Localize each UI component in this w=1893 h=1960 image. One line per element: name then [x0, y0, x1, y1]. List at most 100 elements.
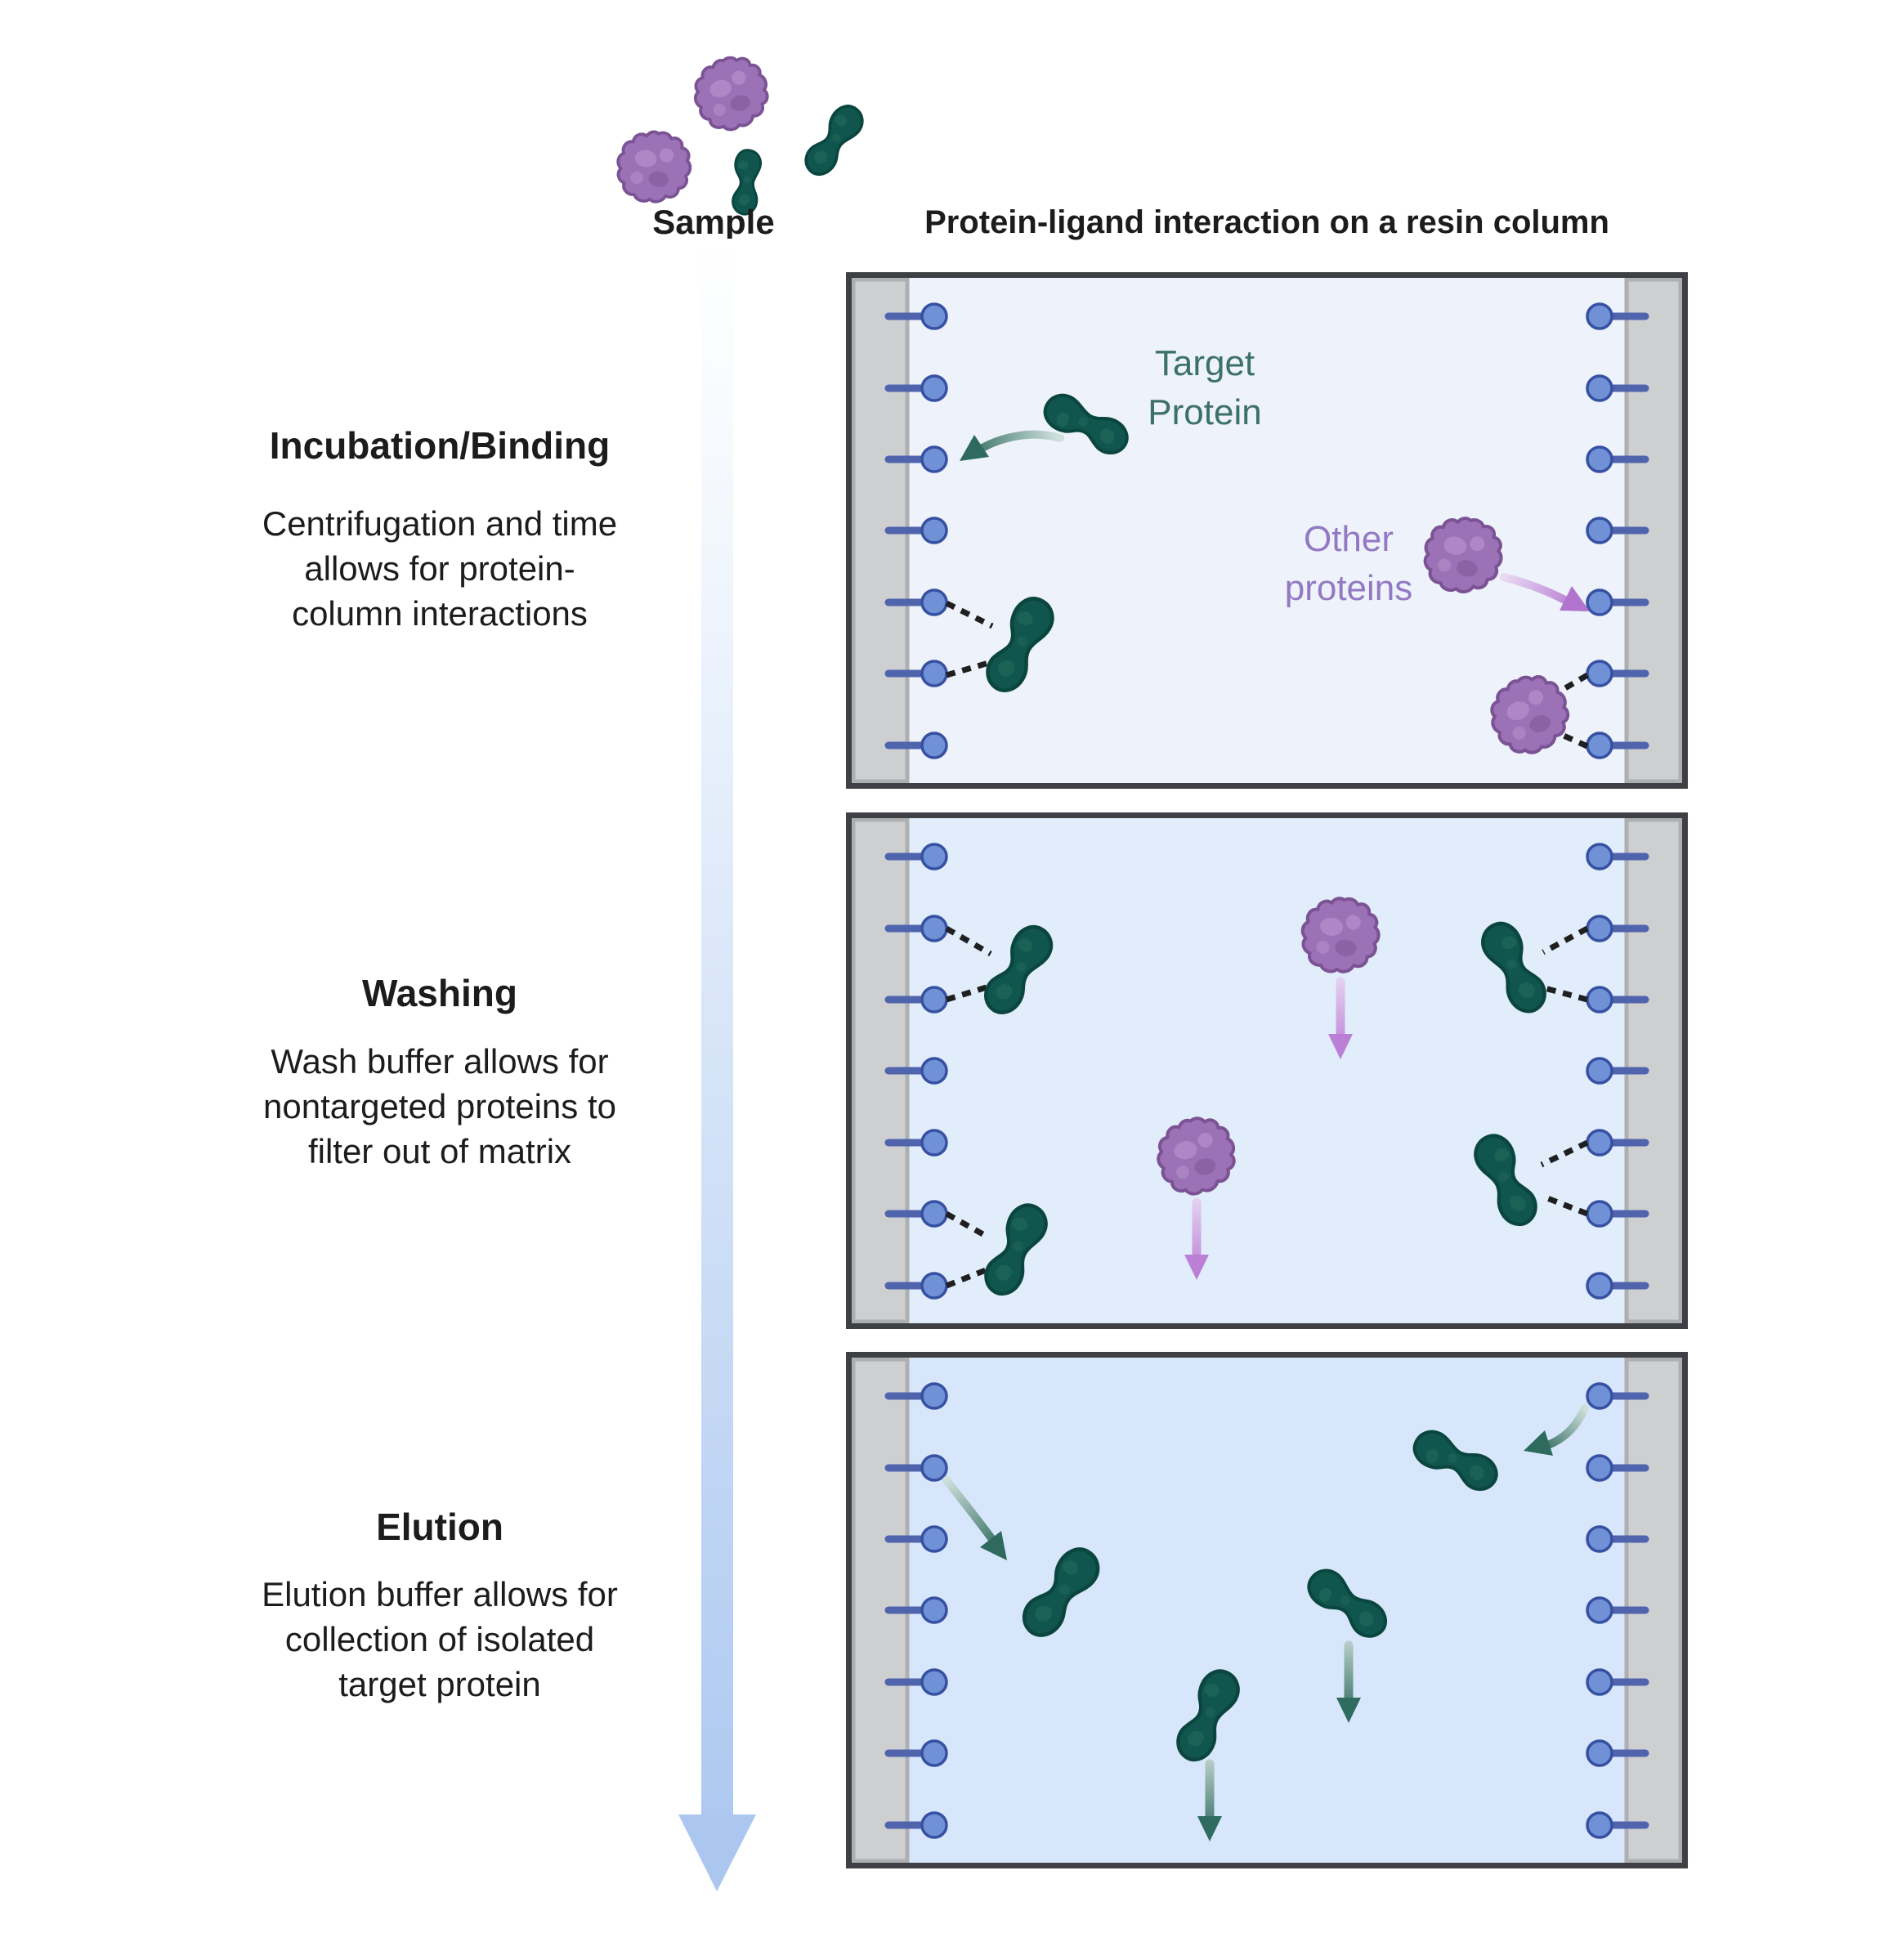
- ligand-icon: [1586, 374, 1613, 402]
- step-washing-text-line: filter out of matrix: [307, 1132, 572, 1170]
- step-elution-text-line: collection of isolated: [284, 1620, 595, 1658]
- ligand-icon: [920, 1739, 948, 1767]
- ligand-icon: [1586, 1596, 1613, 1624]
- binding-arrow-icon: [970, 430, 1064, 457]
- binding-bond-icon: [1540, 1139, 1589, 1168]
- target-protein-icon: [1409, 1429, 1501, 1492]
- binding-bond-icon: [1542, 925, 1589, 955]
- target-protein-icon: [1019, 1538, 1103, 1647]
- ligand-icon: [920, 986, 948, 1014]
- ligand-icon: [920, 1272, 948, 1300]
- step-washing-text-line: nontargeted proteins to: [263, 1087, 616, 1125]
- step-elution-heading: Elution: [376, 1506, 503, 1548]
- wash-flow-arrowhead-icon: [1328, 1034, 1353, 1059]
- elution-release-arrow-icon: [1539, 1404, 1589, 1451]
- step-incubation: Incubation/Binding Centrifugation and ti…: [195, 421, 685, 636]
- ligand-icon: [1586, 1525, 1613, 1553]
- binding-bond-icon: [1542, 1193, 1589, 1217]
- binding-bond-icon: [945, 600, 994, 629]
- ligand-icon: [1586, 1668, 1613, 1696]
- ligand-icon: [920, 1382, 948, 1410]
- ligand-icons-left: [884, 1382, 948, 1839]
- ligand-icon: [1586, 1272, 1613, 1300]
- step-elution-text-line: Elution buffer allows for: [262, 1575, 618, 1613]
- target-protein-icon: [800, 96, 868, 185]
- step-elution-text-line: target protein: [338, 1665, 541, 1703]
- ligand-icon: [920, 1454, 948, 1482]
- binding-arrowhead-icon: [1560, 586, 1590, 611]
- binding-bond-icon: [945, 1210, 989, 1240]
- elution-release-arrowhead-icon: [1524, 1430, 1553, 1456]
- target-protein-icon: [1176, 1667, 1241, 1765]
- ligand-icon: [920, 660, 948, 687]
- ligand-icon: [1586, 1454, 1613, 1482]
- ligand-icons-right: [1586, 1382, 1649, 1839]
- binding-bond-icon: [1558, 672, 1589, 695]
- ligand-icon: [1586, 986, 1613, 1014]
- other-protein-icon: [686, 48, 776, 138]
- other-protein-icon: [611, 125, 696, 208]
- ligand-icon: [1586, 1129, 1613, 1157]
- binding-arrowhead-icon: [960, 435, 989, 461]
- target-protein-label: Target Protein: [1148, 343, 1262, 432]
- other-protein-icon: [1150, 1111, 1242, 1201]
- step-incubation-text-line: column interactions: [292, 594, 588, 633]
- ligand-icon: [1586, 1739, 1613, 1767]
- ligand-icon: [920, 517, 948, 544]
- elution-flow-arrowhead-icon: [1197, 1816, 1222, 1841]
- ligand-icon: [920, 302, 948, 330]
- other-protein-icon: [1296, 893, 1384, 978]
- step-incubation-text-line: allows for protein-: [304, 549, 575, 588]
- ligand-icon: [920, 732, 948, 759]
- binding-bond-icon: [1544, 985, 1588, 1003]
- ligand-icon: [920, 1668, 948, 1696]
- step-washing-text-line: Wash buffer allows for: [271, 1042, 609, 1081]
- target-protein-icon: [1299, 1566, 1396, 1641]
- ligand-icon: [920, 374, 948, 402]
- resin-column-panel-incubation: Target Protein Other proteins: [846, 272, 1688, 789]
- ligand-icon: [1586, 588, 1613, 616]
- ligand-icon: [1586, 660, 1613, 687]
- ligand-icon: [1586, 1811, 1613, 1839]
- ligand-icon: [920, 588, 948, 616]
- binding-bond-icon: [1555, 729, 1589, 750]
- flow-arrow: [678, 239, 756, 1891]
- ligand-icons-left: [884, 302, 948, 759]
- ligand-icon: [1586, 915, 1613, 942]
- ligand-icon: [920, 1525, 948, 1553]
- other-protein-icon: [1479, 665, 1580, 764]
- elution-release-arrow-icon: [942, 1476, 1000, 1548]
- resin-column-panel-washing: [846, 812, 1688, 1329]
- wash-flow-arrowhead-icon: [1184, 1255, 1209, 1280]
- binding-bond-icon: [946, 657, 998, 678]
- ligand-icon: [1586, 732, 1613, 759]
- binding-bond-icon: [945, 925, 992, 957]
- other-proteins-label: Other proteins: [1284, 519, 1413, 608]
- ligand-icon: [1586, 1200, 1613, 1228]
- ligand-icon: [920, 915, 948, 942]
- ligand-icon: [920, 445, 948, 473]
- binding-arrow-icon: [1500, 573, 1578, 609]
- target-protein-icon: [1473, 1131, 1537, 1229]
- target-protein-icon: [982, 920, 1055, 1021]
- ligand-icon: [920, 1129, 948, 1157]
- step-elution: Elution Elution buffer allows for collec…: [195, 1502, 685, 1707]
- step-incubation-text-line: Centrifugation and time: [262, 504, 618, 543]
- ligand-icons-left: [884, 843, 948, 1300]
- ligand-icon: [920, 843, 948, 870]
- elution-release-arrowhead-icon: [980, 1531, 1007, 1560]
- ligand-icon: [920, 1811, 948, 1839]
- ligand-icon: [1586, 517, 1613, 544]
- ligand-icon: [1586, 1057, 1613, 1085]
- ligand-icon: [1586, 1382, 1613, 1410]
- ligand-icon: [920, 1596, 948, 1624]
- target-protein-icon: [1480, 918, 1547, 1018]
- step-washing: Washing Wash buffer allows for nontarget…: [195, 969, 685, 1174]
- ligand-icon: [920, 1057, 948, 1085]
- ligand-icon: [920, 1200, 948, 1228]
- ligand-icon: [1586, 302, 1613, 330]
- binding-bond-icon: [945, 1267, 987, 1289]
- diagram-title: Protein-ligand interaction on a resin co…: [924, 204, 1609, 240]
- ligand-icons-right: [1586, 302, 1649, 759]
